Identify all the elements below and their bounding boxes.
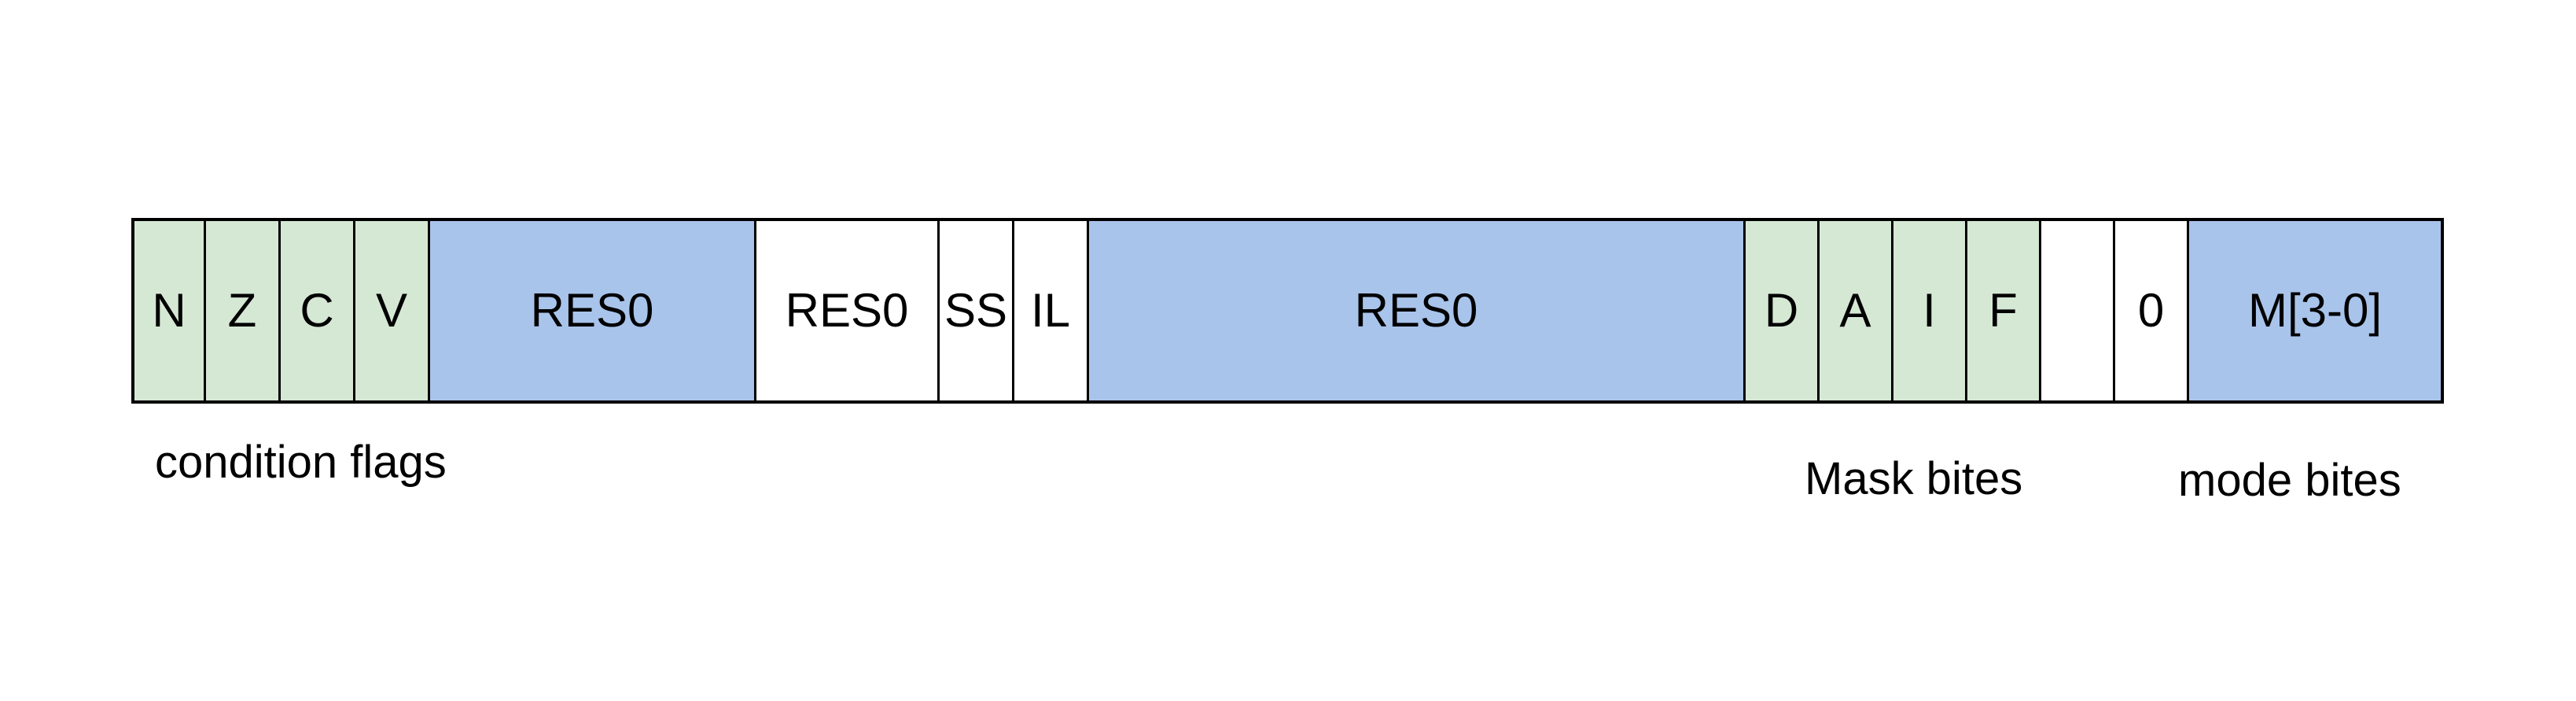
register-cell-label: C <box>300 284 334 337</box>
register-cell-label: Z <box>227 284 257 337</box>
label-mode-bites: mode bites <box>2178 455 2401 506</box>
register-cell-ss: SS <box>940 221 1014 400</box>
register-cell-z: Z <box>206 221 281 400</box>
register-cell-f: F <box>1967 221 2041 400</box>
register-cell-label: N <box>152 284 186 337</box>
register-cell-d: D <box>1746 221 1820 400</box>
register-cell-n: N <box>134 221 206 400</box>
register-cell-res0: RES0 <box>430 221 756 400</box>
register-cell-label: RES0 <box>1354 284 1478 337</box>
register-cell-empty <box>2041 221 2115 400</box>
register-cell-label: V <box>375 284 408 337</box>
register-cell-res0: RES0 <box>1089 221 1746 400</box>
register-cell-v: V <box>355 221 430 400</box>
register-cell-label: SS <box>944 284 1008 337</box>
register-cell-label: F <box>1989 284 2018 337</box>
register-cell-res0: RES0 <box>756 221 940 400</box>
register-cell-m-3-0: M[3-0] <box>2189 221 2441 400</box>
register-cell-0: 0 <box>2115 221 2189 400</box>
register-cell-label: IL <box>1030 284 1071 337</box>
label-mask-bites: Mask bites <box>1805 453 2023 504</box>
register-cell-a: A <box>1820 221 1893 400</box>
register-cell-label: M[3-0] <box>2247 284 2383 337</box>
register-cell-label: 0 <box>2137 284 2165 337</box>
register-cell-label: I <box>1923 284 1936 337</box>
register-cell-label: RES0 <box>785 284 909 337</box>
register-cell-il: IL <box>1014 221 1089 400</box>
register-cell-label: D <box>1764 284 1799 337</box>
label-condition-flags: condition flags <box>155 437 447 488</box>
register-cell-label: A <box>1839 284 1871 337</box>
register-cell-i: I <box>1893 221 1967 400</box>
register-cell-c: C <box>281 221 355 400</box>
register-cell-label: RES0 <box>530 284 654 337</box>
